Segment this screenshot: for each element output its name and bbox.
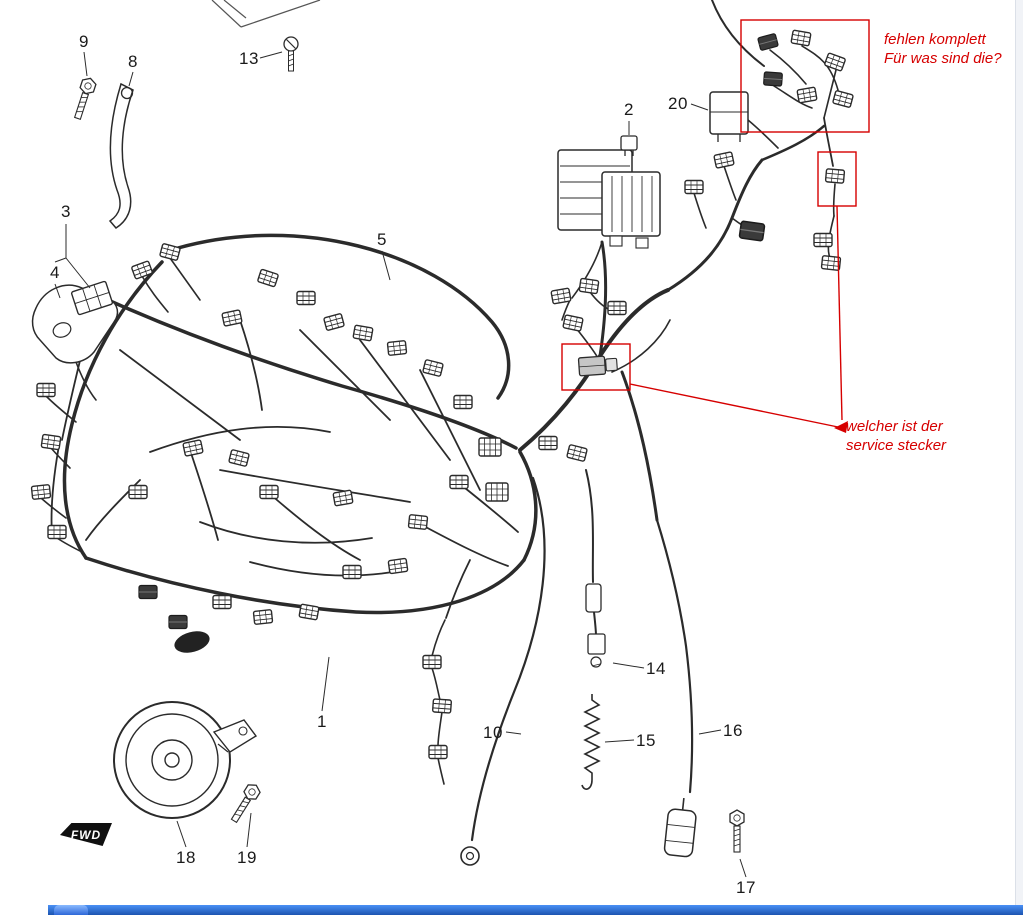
leader-lines bbox=[54, 51, 747, 878]
part-label-16: 16 bbox=[723, 721, 743, 740]
fuse-2 bbox=[620, 135, 638, 156]
taskbar-gap bbox=[0, 905, 48, 915]
service-connector bbox=[577, 355, 618, 377]
taskbar-button[interactable] bbox=[54, 905, 88, 915]
part-label-17: 17 bbox=[736, 878, 756, 897]
part-label-9: 9 bbox=[79, 32, 89, 51]
part-label-13: 13 bbox=[239, 49, 259, 68]
part-label-20: 20 bbox=[668, 94, 688, 113]
part-label-4: 4 bbox=[50, 263, 60, 282]
bolt-17 bbox=[729, 809, 745, 853]
scrollbar[interactable] bbox=[1015, 0, 1023, 905]
spring-15 bbox=[581, 694, 601, 790]
part-label-19: 19 bbox=[237, 848, 257, 867]
red-leader-line bbox=[836, 205, 843, 421]
cover-outline bbox=[211, 0, 321, 28]
red-box-service-connector bbox=[561, 343, 631, 391]
part-label-14: 14 bbox=[646, 659, 666, 678]
part-label-1: 1 bbox=[317, 712, 327, 731]
part-label-18: 18 bbox=[176, 848, 196, 867]
red-annotations bbox=[561, 19, 870, 433]
part-label-3: 3 bbox=[61, 202, 71, 221]
red-arrowhead bbox=[834, 421, 848, 433]
bolt-19 bbox=[227, 780, 263, 826]
harness-grommet bbox=[174, 631, 210, 653]
fuse-box bbox=[557, 149, 661, 249]
part-label-15: 15 bbox=[636, 731, 656, 750]
taskbar[interactable] bbox=[48, 905, 1023, 915]
switch-14 bbox=[585, 583, 606, 668]
note-line: welcher ist der bbox=[846, 418, 943, 435]
bracket-8 bbox=[108, 82, 134, 229]
note-service-connector: welcher ist der service stecker bbox=[846, 417, 946, 455]
part-label-10: 10 bbox=[483, 723, 503, 742]
horn-18 bbox=[113, 701, 258, 819]
note-line: fehlen komplett bbox=[884, 31, 986, 48]
note-line: service stecker bbox=[846, 437, 947, 454]
bracket-3-4 bbox=[31, 280, 119, 364]
ring-terminal-10 bbox=[460, 846, 480, 866]
bolt-9 bbox=[70, 75, 98, 122]
connectors bbox=[30, 29, 855, 760]
rear-switch-16 bbox=[663, 798, 697, 858]
part-label-5: 5 bbox=[377, 230, 387, 249]
red-box-missing-connectors bbox=[740, 19, 870, 133]
components bbox=[31, 36, 749, 866]
note-missing-connectors: fehlen komplett Für was sind die? bbox=[884, 30, 1002, 68]
red-leader-line bbox=[629, 383, 839, 428]
screw-13 bbox=[283, 36, 299, 72]
note-line: Für was sind die? bbox=[884, 50, 1002, 67]
part-label-8: 8 bbox=[128, 52, 138, 71]
relay-20 bbox=[709, 91, 749, 142]
part-label-2: 2 bbox=[624, 100, 634, 119]
fwd-label: FWD bbox=[70, 827, 102, 842]
